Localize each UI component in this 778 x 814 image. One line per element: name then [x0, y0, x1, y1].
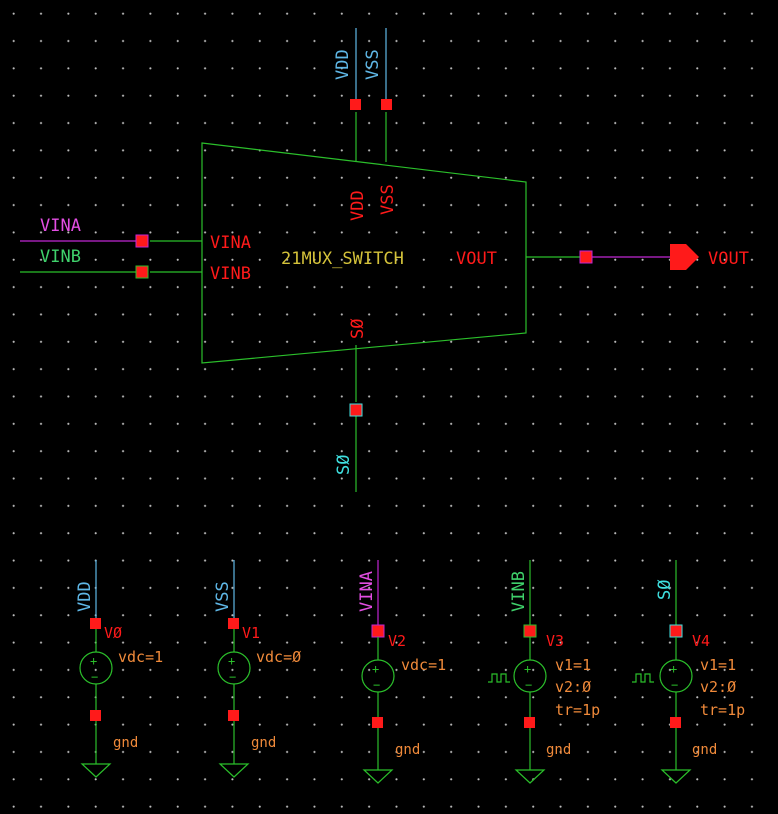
source-v4-pin-top[interactable]	[669, 624, 683, 638]
source-v2-gnd-label: gnd	[395, 742, 420, 758]
source-v2-net-label: VINA	[357, 571, 377, 612]
source-v4-param-1: v2:Ø	[700, 678, 736, 696]
ground-v2-icon	[362, 769, 394, 784]
source-v1-minus: −	[229, 670, 236, 684]
source-v3-gnd-label: gnd	[546, 742, 571, 758]
source-v0-name: VØ	[104, 624, 122, 642]
net-label-vdd-top: VDD	[333, 49, 353, 80]
pin-s0[interactable]	[349, 403, 363, 417]
pin-vdd-top[interactable]	[350, 99, 361, 110]
output-pin-vout-icon[interactable]	[670, 244, 699, 270]
source-v3-name: V3	[546, 632, 564, 650]
source-v3-param-2: tr=1p	[555, 701, 600, 719]
net-label-s0-bottom: SØ	[334, 455, 354, 475]
source-v2[interactable]: VINA + − V2 vdc=1 gnd	[357, 560, 446, 784]
source-v2-pin-bottom[interactable]	[372, 717, 383, 728]
mux-instance[interactable]: VDD VSS VINA VINB SØ VOUT 21MUX_SWITCH	[150, 112, 580, 402]
source-v0[interactable]: VDD + − VØ vdc=1 gnd	[75, 560, 163, 778]
source-v4-net-label: SØ	[655, 580, 675, 600]
mux-pin-label-vout: VOUT	[456, 249, 497, 269]
source-v0-minus: −	[91, 670, 98, 684]
source-v3-minus: −	[525, 678, 532, 692]
mux-body[interactable]	[201, 142, 527, 364]
source-v4[interactable]: SØ + − V4 v1=1 v2:Ø tr=1p gnd	[632, 560, 745, 784]
source-v0-param-0: vdc=1	[118, 648, 163, 666]
source-v3-param-0: v1=1	[555, 656, 591, 674]
source-v1-plus: +	[228, 654, 235, 668]
source-v0-pin-bottom[interactable]	[90, 710, 101, 721]
source-v0-plus: +	[90, 654, 97, 668]
source-v0-net-label: VDD	[75, 581, 95, 612]
source-v4-pulse-icon	[632, 673, 654, 683]
source-v4-param-2: tr=1p	[700, 701, 745, 719]
mux-pin-label-vss: VSS	[378, 184, 398, 215]
source-v4-minus: −	[671, 678, 678, 692]
source-v1-gnd-label: gnd	[251, 735, 276, 751]
mux-pin-label-s0: SØ	[348, 319, 368, 339]
source-v1[interactable]: VSS + − V1 vdc=Ø gnd	[213, 560, 301, 778]
source-v2-name: V2	[388, 632, 406, 650]
mux-instance-name: 21MUX_SWITCH	[281, 249, 404, 269]
net-label-vss-top: VSS	[363, 49, 383, 80]
pin-vinb-in[interactable]	[135, 265, 149, 279]
source-v3-net-label: VINB	[509, 571, 529, 612]
source-v0-pin-top[interactable]	[90, 618, 101, 629]
source-v2-pin-top[interactable]	[371, 624, 385, 638]
mux-pin-label-vina: VINA	[210, 233, 251, 253]
source-v2-minus: −	[373, 678, 380, 692]
source-v0-gnd-label: gnd	[113, 735, 138, 751]
source-v1-pin-top[interactable]	[228, 618, 239, 629]
ground-v0-icon	[80, 763, 112, 778]
source-v1-param-0: vdc=Ø	[256, 648, 301, 666]
source-v4-plus: +	[670, 662, 677, 676]
source-v2-param-0: vdc=1	[401, 656, 446, 674]
source-v1-pin-bottom[interactable]	[228, 710, 239, 721]
source-v2-plus: +	[372, 662, 379, 676]
source-v4-gnd-label: gnd	[692, 742, 717, 758]
pin-vina-in[interactable]	[135, 234, 149, 248]
source-v3-pulse-icon	[488, 673, 510, 683]
mux-pin-label-vdd: VDD	[348, 190, 368, 221]
pin-vout[interactable]	[579, 250, 593, 264]
net-label-vinb-in: VINB	[40, 247, 81, 267]
source-v3[interactable]: VINB + − V3 v1=1 v2:Ø tr=1p gnd	[488, 560, 600, 784]
net-label-vout: VOUT	[708, 249, 749, 269]
source-v3-pin-top[interactable]	[523, 624, 537, 638]
source-v1-net-label: VSS	[213, 581, 233, 612]
mux-pin-label-vinb: VINB	[210, 264, 251, 284]
ground-v1-icon	[218, 763, 250, 778]
source-v4-param-0: v1=1	[700, 656, 736, 674]
source-v4-name: V4	[692, 632, 710, 650]
source-v4-pin-bottom[interactable]	[670, 717, 681, 728]
source-v3-pin-bottom[interactable]	[524, 717, 535, 728]
ground-v4-icon	[660, 769, 692, 784]
ground-v3-icon	[514, 769, 546, 784]
source-v3-param-1: v2:Ø	[555, 678, 591, 696]
net-label-vina-in: VINA	[40, 216, 81, 236]
source-v3-plus: +	[524, 662, 531, 676]
pin-vss-top[interactable]	[381, 99, 392, 110]
source-v1-name: V1	[242, 624, 260, 642]
